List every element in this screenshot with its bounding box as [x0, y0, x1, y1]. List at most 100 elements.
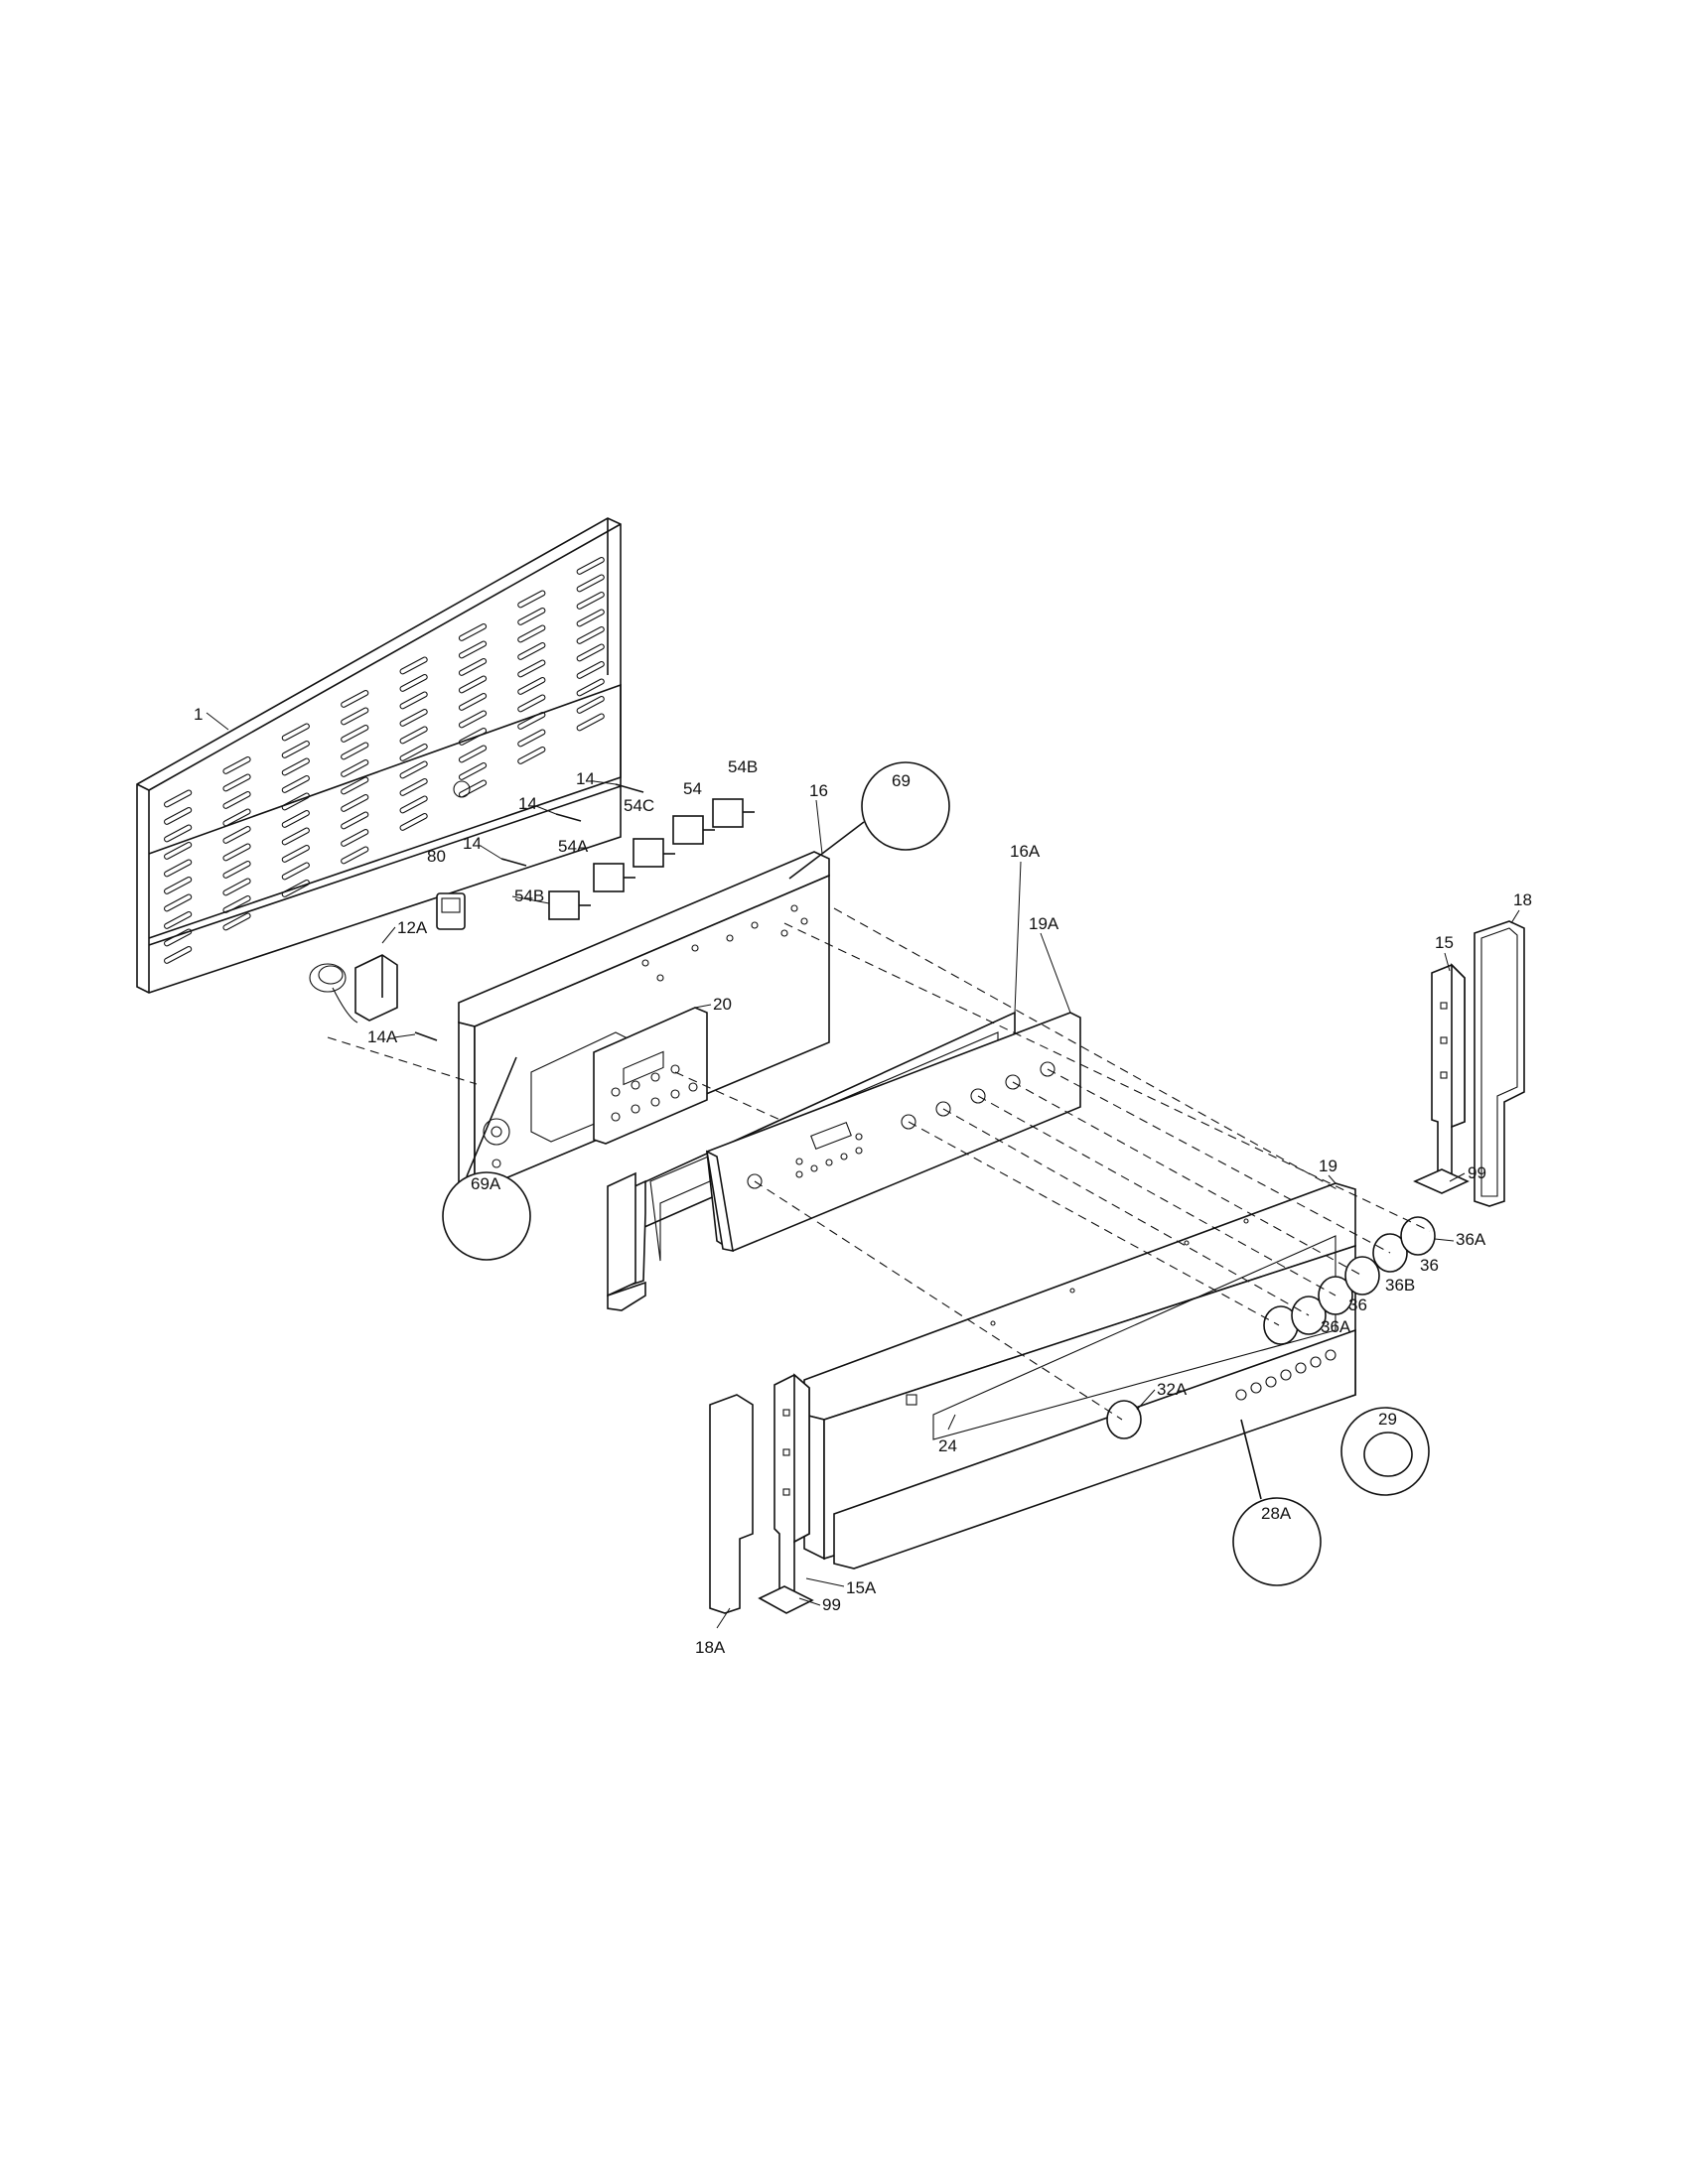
louver-slot — [517, 659, 546, 678]
back-panel-part-1 — [136, 517, 622, 994]
label-14-low: 14 — [463, 834, 482, 853]
louver-slot — [164, 807, 193, 825]
label-16: 16 — [809, 781, 828, 800]
louver-slot — [399, 813, 428, 831]
louver-slot — [576, 592, 605, 610]
louver-slot — [458, 623, 488, 641]
louver-slot — [576, 609, 605, 627]
label-54B-top: 54B — [728, 757, 758, 776]
louver-slot — [281, 792, 310, 811]
louver-slot — [222, 808, 251, 827]
louver-slot — [576, 661, 605, 679]
louver-slot — [281, 810, 310, 828]
louver-slot — [399, 760, 428, 779]
louver-slot — [222, 878, 251, 896]
label-54A: 54A — [558, 837, 589, 856]
louver-slot — [341, 829, 369, 847]
louver-slot — [164, 789, 193, 808]
label-28A: 28A — [1261, 1504, 1292, 1523]
label-54B-left: 54B — [514, 887, 544, 905]
louver-slot — [399, 709, 428, 727]
label-14-mid: 14 — [518, 794, 537, 813]
louver-slot — [576, 557, 605, 575]
louver-slot — [399, 795, 428, 814]
label-36B: 36B — [1385, 1276, 1415, 1295]
label-12A: 12A — [397, 918, 428, 937]
louver-slot — [281, 862, 310, 881]
louver-slot — [576, 696, 605, 714]
switch-blocks-part-54 — [548, 798, 755, 920]
louver-slot — [517, 608, 546, 625]
louver-slot — [458, 658, 488, 676]
louver-slot — [164, 842, 193, 860]
louver-slot — [222, 895, 251, 913]
louver-slot — [281, 880, 310, 897]
louver-slot — [222, 912, 251, 931]
label-29: 29 — [1378, 1410, 1397, 1429]
label-36A-upper: 36A — [1456, 1230, 1486, 1249]
label-15: 15 — [1435, 933, 1454, 952]
louver-slot — [341, 811, 369, 830]
louver-slot — [517, 712, 546, 730]
louver-slot — [281, 845, 310, 863]
louver-slot — [341, 846, 369, 865]
louver-slot — [517, 747, 546, 764]
detail-bubbles — [442, 761, 1430, 1586]
louver-slot — [458, 675, 488, 694]
louver-slot — [281, 775, 310, 793]
label-99-bottom: 99 — [822, 1595, 841, 1614]
louver-slot — [281, 827, 310, 846]
louver-slot — [458, 762, 488, 780]
louver-slot — [399, 726, 428, 745]
louver-slot — [517, 677, 546, 695]
label-14-top: 14 — [576, 769, 595, 788]
louver-slot — [399, 778, 428, 796]
louver-slot — [576, 574, 605, 593]
louver-slot — [222, 826, 251, 844]
label-1: 1 — [194, 705, 203, 724]
louver-slot — [164, 877, 193, 894]
label-20: 20 — [713, 995, 732, 1014]
louver-slot — [341, 690, 369, 708]
louver-slot — [399, 744, 428, 761]
label-54: 54 — [683, 779, 702, 798]
label-69A: 69A — [471, 1174, 501, 1193]
label-24: 24 — [938, 1436, 957, 1455]
end-cap-part-18 — [1474, 920, 1525, 1207]
louver-slot — [576, 643, 605, 662]
louver-slot — [341, 776, 369, 795]
louver-slot — [281, 723, 310, 742]
louver-slot — [222, 791, 251, 809]
label-15A: 15A — [846, 1578, 877, 1597]
label-36-upper: 36 — [1420, 1256, 1439, 1275]
side-bracket-part-15A — [774, 1373, 810, 1600]
side-bracket-part-15 — [1431, 963, 1466, 1182]
label-36A-lower: 36A — [1321, 1317, 1351, 1336]
sensor-part-80 — [436, 892, 466, 930]
control-board-part-20 — [593, 1007, 708, 1145]
end-cap-part-18A — [709, 1394, 754, 1614]
louver-slot — [399, 656, 428, 675]
louver-slot — [222, 861, 251, 879]
label-16A: 16A — [1010, 842, 1041, 861]
louver-slot — [341, 742, 369, 760]
louver-slot — [399, 674, 428, 692]
louver-slot — [517, 642, 546, 660]
detail-bubble-69 — [861, 761, 950, 851]
louver-slot — [576, 626, 605, 644]
foot-plates-part-99 — [758, 1168, 1470, 1614]
louver-slot — [517, 590, 546, 609]
louver-slot — [341, 794, 369, 812]
louver-slot — [399, 691, 428, 710]
louver-slot — [341, 725, 369, 743]
label-99-right: 99 — [1468, 1163, 1486, 1182]
louver-slot — [458, 710, 488, 729]
louver-slot — [281, 757, 310, 776]
louver-slot — [222, 756, 251, 774]
louver-slot — [576, 678, 605, 697]
louver-slot — [281, 741, 310, 758]
detail-bubble-69A — [442, 1171, 531, 1261]
louver-slot — [341, 707, 369, 726]
louver-slot — [458, 728, 488, 746]
